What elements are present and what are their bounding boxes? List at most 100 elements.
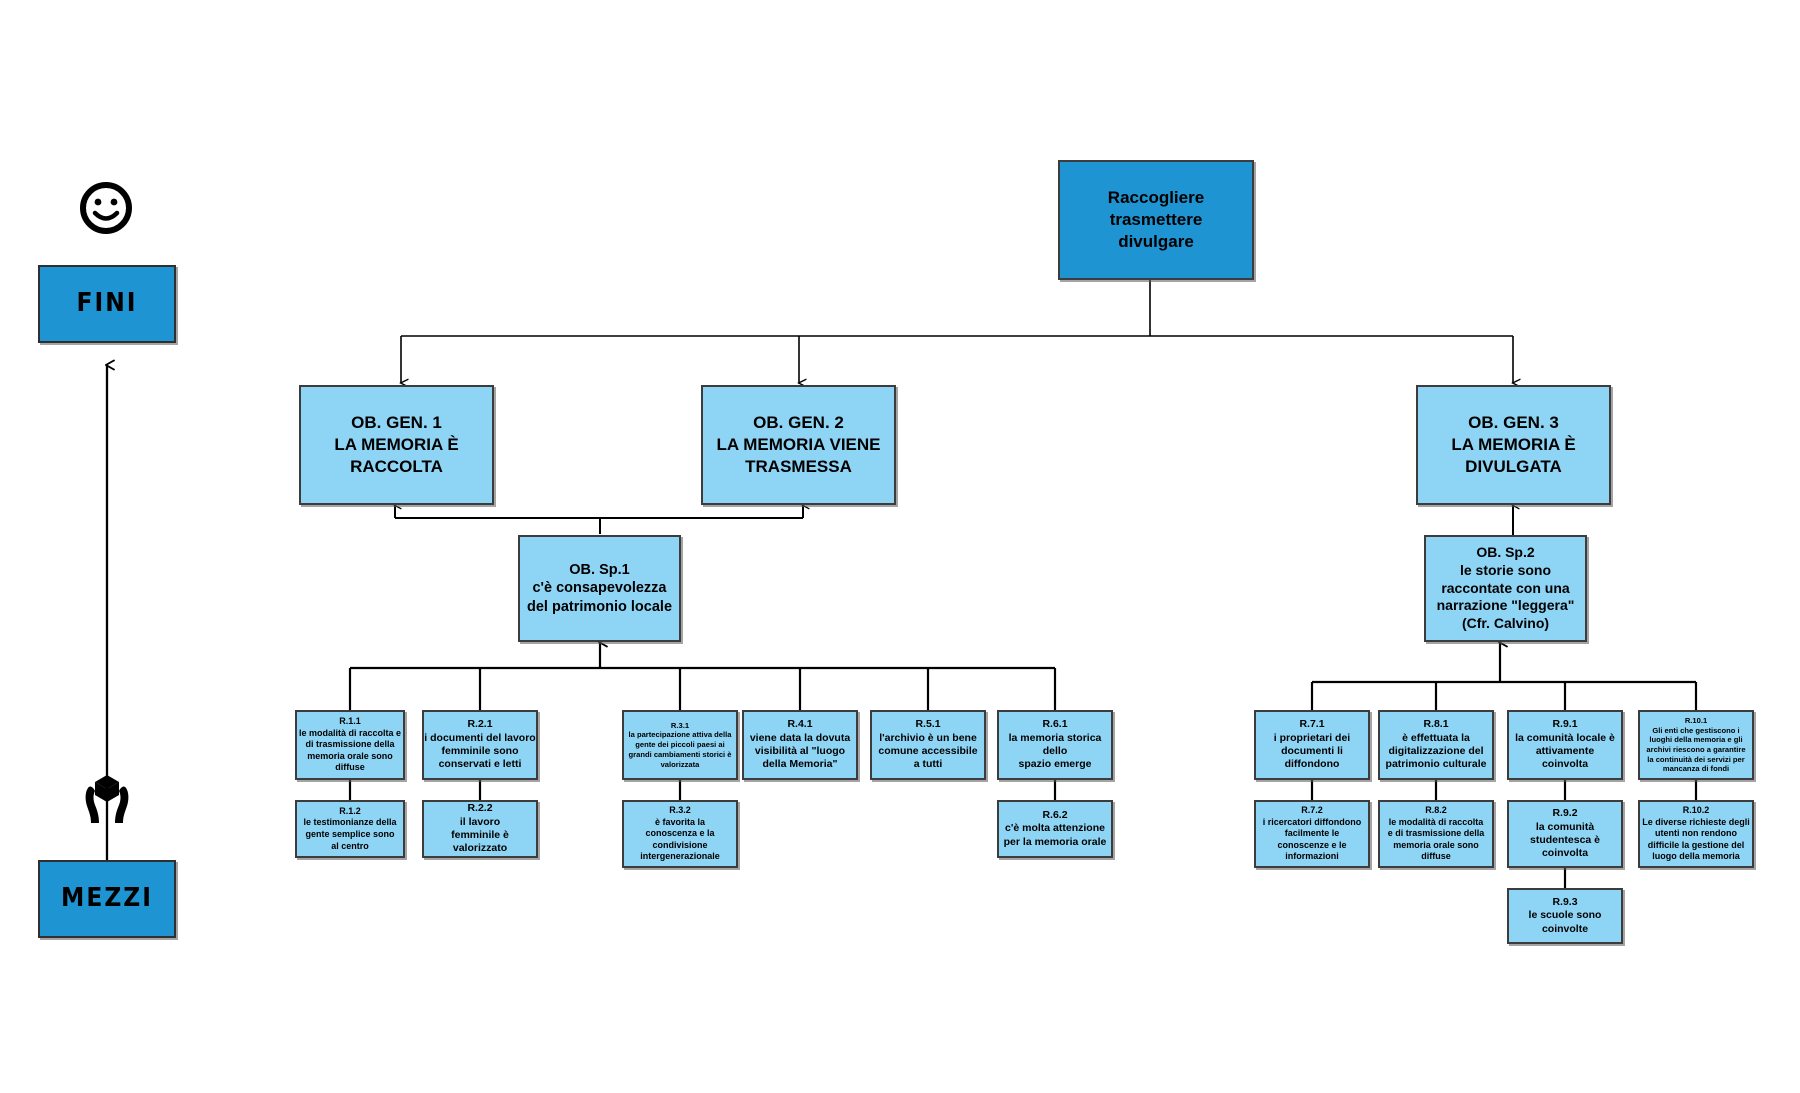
r-3-1-line-3: grandi cambiamenti storici è bbox=[628, 749, 732, 759]
r-8-1-line-2: digitalizzazione del bbox=[1388, 745, 1484, 757]
node-r-9-3[interactable]: R.9.3 le scuole sono coinvolte bbox=[1507, 888, 1623, 944]
r-9-2-line-3: coinvolta bbox=[1541, 847, 1589, 860]
r-10-2-line-2: utenti non rendono bbox=[1655, 828, 1737, 839]
node-r-1-2[interactable]: R.1.2 le testimonianze della gente sempl… bbox=[295, 800, 405, 858]
r-1-2-line-2: gente semplice sono bbox=[305, 829, 395, 839]
r-10-1-line-1: Gli enti che gestiscono i bbox=[1652, 725, 1740, 735]
node-r-9-2[interactable]: R.9.2 la comunità studentesca è coinvolt… bbox=[1507, 800, 1623, 868]
r-7-1-line-1: i proprietari dei bbox=[1273, 731, 1351, 744]
node-r-9-1[interactable]: R.9.1 la comunità locale è attivamente c… bbox=[1507, 710, 1623, 780]
root-line-3: divulgare bbox=[1118, 231, 1194, 251]
node-r-5-1[interactable]: R.5.1 l'archivio è un bene comune access… bbox=[870, 710, 986, 780]
r-4-1-line-3: della Memoria" bbox=[762, 758, 838, 771]
r-10-1-line-3: archivi riescono a garantire bbox=[1646, 745, 1746, 754]
r-2-1-line-3: conservati e letti bbox=[438, 758, 522, 771]
r-9-2-code: R.9.2 bbox=[1552, 807, 1578, 820]
r-6-1-code: R.6.1 bbox=[1042, 718, 1068, 731]
ob-gen-1-line-3: RACCOLTA bbox=[350, 456, 443, 476]
r-8-2-line-4: diffuse bbox=[1421, 851, 1451, 862]
r-10-1-line-2: luoghi della memoria e gli bbox=[1649, 735, 1743, 745]
r-10-2-line-4: luogo della memoria bbox=[1652, 851, 1740, 862]
r-9-1-line-2: attivamente bbox=[1535, 745, 1595, 757]
node-r-3-1[interactable]: R.3.1 la partecipazione attiva della gen… bbox=[622, 710, 738, 780]
r-6-2-line-1: c'è molta attenzione bbox=[1005, 822, 1105, 835]
r-7-1-line-2: documenti li bbox=[1281, 745, 1343, 757]
r-3-1-line-4: valorizzata bbox=[660, 759, 700, 769]
r-9-3-line-1: le scuole sono bbox=[1528, 909, 1602, 922]
edge-results-to-sp1 bbox=[348, 642, 1057, 710]
ob-gen-3-line-2: LA MEMORIA È bbox=[1451, 435, 1576, 455]
ob-sp-1-line-3: del patrimonio locale bbox=[526, 598, 673, 615]
r-3-2-line-4: intergenerazionale bbox=[640, 851, 720, 862]
r-3-2-line-1: è favorita la bbox=[654, 816, 706, 827]
r-1-1-line-1: le modalità di raccolta e bbox=[298, 727, 402, 738]
node-ob-gen-3[interactable]: OB. GEN. 3 LA MEMORIA È DIVULGATA bbox=[1416, 385, 1611, 505]
node-r-6-1[interactable]: R.6.1 la memoria storica dello spazio em… bbox=[997, 710, 1113, 780]
r-5-1-line-3: a tutti bbox=[913, 758, 943, 771]
ob-gen-1-line-1: OB. GEN. 1 bbox=[351, 413, 442, 433]
node-ob-sp-1[interactable]: OB. Sp.1 c'è consapevolezza del patrimon… bbox=[518, 535, 681, 642]
r-3-1-line-2: gente dei piccoli paesi ai bbox=[635, 740, 725, 750]
r-1-2-line-1: le testimonianze della bbox=[303, 817, 397, 828]
r-7-1-code: R.7.1 bbox=[1299, 718, 1325, 731]
node-ob-gen-1[interactable]: OB. GEN. 1 LA MEMORIA È RACCOLTA bbox=[299, 385, 494, 505]
edge-sp1-to-general bbox=[395, 505, 803, 534]
r-10-1-line-4: la continuità dei servizi per bbox=[1647, 754, 1745, 764]
ob-sp-2-line-2: le storie sono bbox=[1459, 561, 1552, 578]
ob-sp-1-line-2: c'è consapevolezza bbox=[532, 580, 667, 597]
node-r-1-1[interactable]: R.1.1 le modalità di raccolta e di trasm… bbox=[295, 710, 405, 780]
r-2-2-line-2: femminile è bbox=[451, 829, 509, 841]
node-r-10-2[interactable]: R.10.2 Le diverse richieste degli utenti… bbox=[1638, 800, 1754, 868]
r-9-3-code: R.9.3 bbox=[1552, 895, 1578, 908]
node-r-8-2[interactable]: R.8.2 le modalità di raccolta e di trasm… bbox=[1378, 800, 1494, 868]
axis-box-fini[interactable]: FINI bbox=[38, 265, 176, 343]
edge-root-to-general bbox=[401, 280, 1513, 383]
r-7-2-line-1: i ricercatori diffondono bbox=[1262, 816, 1362, 827]
ob-gen-3-line-1: OB. GEN. 3 bbox=[1468, 413, 1559, 433]
node-r-6-2[interactable]: R.6.2 c'è molta attenzione per la memori… bbox=[997, 800, 1113, 858]
r-4-1-code: R.4.1 bbox=[787, 718, 813, 731]
ob-gen-2-line-2: LA MEMORIA VIENE bbox=[716, 435, 881, 455]
r-10-2-code: R.10.2 bbox=[1682, 805, 1710, 816]
node-r-3-2[interactable]: R.3.2 è favorita la conoscenza e la cond… bbox=[622, 800, 738, 868]
r-7-2-line-2: facilmente le bbox=[1284, 828, 1340, 839]
node-ob-sp-2[interactable]: OB. Sp.2 le storie sono raccontate con u… bbox=[1424, 535, 1587, 642]
r-8-1-line-3: patrimonio culturale bbox=[1385, 758, 1487, 771]
r-2-2-line-3: valorizzato bbox=[452, 842, 508, 855]
axis-box-mezzi[interactable]: MEZZI bbox=[38, 860, 176, 938]
node-r-7-1[interactable]: R.7.1 i proprietari dei documenti li dif… bbox=[1254, 710, 1370, 780]
r-8-2-code: R.8.2 bbox=[1425, 805, 1447, 816]
r-5-1-code: R.5.1 bbox=[915, 718, 941, 731]
node-r-7-2[interactable]: R.7.2 i ricercatori diffondono facilment… bbox=[1254, 800, 1370, 868]
ob-gen-3-line-3: DIVULGATA bbox=[1465, 456, 1562, 476]
node-r-4-1[interactable]: R.4.1 viene data la dovuta visibilità al… bbox=[742, 710, 858, 780]
r-5-1-line-1: l'archivio è un bene bbox=[879, 731, 977, 744]
node-ob-gen-2[interactable]: OB. GEN. 2 LA MEMORIA VIENE TRASMESSA bbox=[701, 385, 896, 505]
r-9-1-line-1: la comunità locale è bbox=[1515, 731, 1615, 744]
r-9-3-line-2: coinvolte bbox=[1541, 922, 1589, 935]
r-3-1-code: R.3.1 bbox=[670, 720, 690, 730]
node-r-2-1[interactable]: R.2.1 i documenti del lavoro femminile s… bbox=[422, 710, 538, 780]
node-root-goal[interactable]: Raccogliere trasmettere divulgare bbox=[1058, 160, 1254, 280]
r-3-2-line-2: conoscenza e la bbox=[645, 828, 715, 839]
r-1-2-line-3: al centro bbox=[331, 840, 369, 851]
node-r-8-1[interactable]: R.8.1 è effettuata la digitalizzazione d… bbox=[1378, 710, 1494, 780]
r-2-1-line-2: femminile sono bbox=[441, 745, 519, 757]
r-7-2-line-4: informazioni bbox=[1285, 851, 1339, 862]
r-1-2-code: R.1.2 bbox=[339, 805, 361, 816]
r-8-1-line-1: è effettuata la bbox=[1402, 731, 1470, 744]
r-8-2-line-2: e di trasmissione della bbox=[1387, 828, 1485, 839]
ob-sp-1-line-1: OB. Sp.1 bbox=[569, 561, 630, 578]
r-9-1-line-3: coinvolta bbox=[1541, 758, 1589, 771]
r-6-2-code: R.6.2 bbox=[1042, 808, 1068, 821]
r-7-2-code: R.7.2 bbox=[1301, 805, 1323, 816]
node-r-2-2[interactable]: R.2.2 il lavoro femminile è valorizzato bbox=[422, 800, 538, 858]
node-r-10-1[interactable]: R.10.1 Gli enti che gestiscono i luoghi … bbox=[1638, 710, 1754, 780]
r-6-1-line-3: spazio emerge bbox=[1018, 758, 1092, 771]
r-8-1-code: R.8.1 bbox=[1423, 718, 1449, 731]
r-8-2-line-1: le modalità di raccolta bbox=[1388, 816, 1484, 827]
r-4-1-line-1: viene data la dovuta bbox=[749, 731, 851, 744]
r-2-2-line-1: il lavoro bbox=[459, 815, 501, 828]
r-10-2-line-1: Le diverse richieste degli bbox=[1642, 816, 1750, 827]
hands-holding-box-icon bbox=[74, 770, 140, 836]
